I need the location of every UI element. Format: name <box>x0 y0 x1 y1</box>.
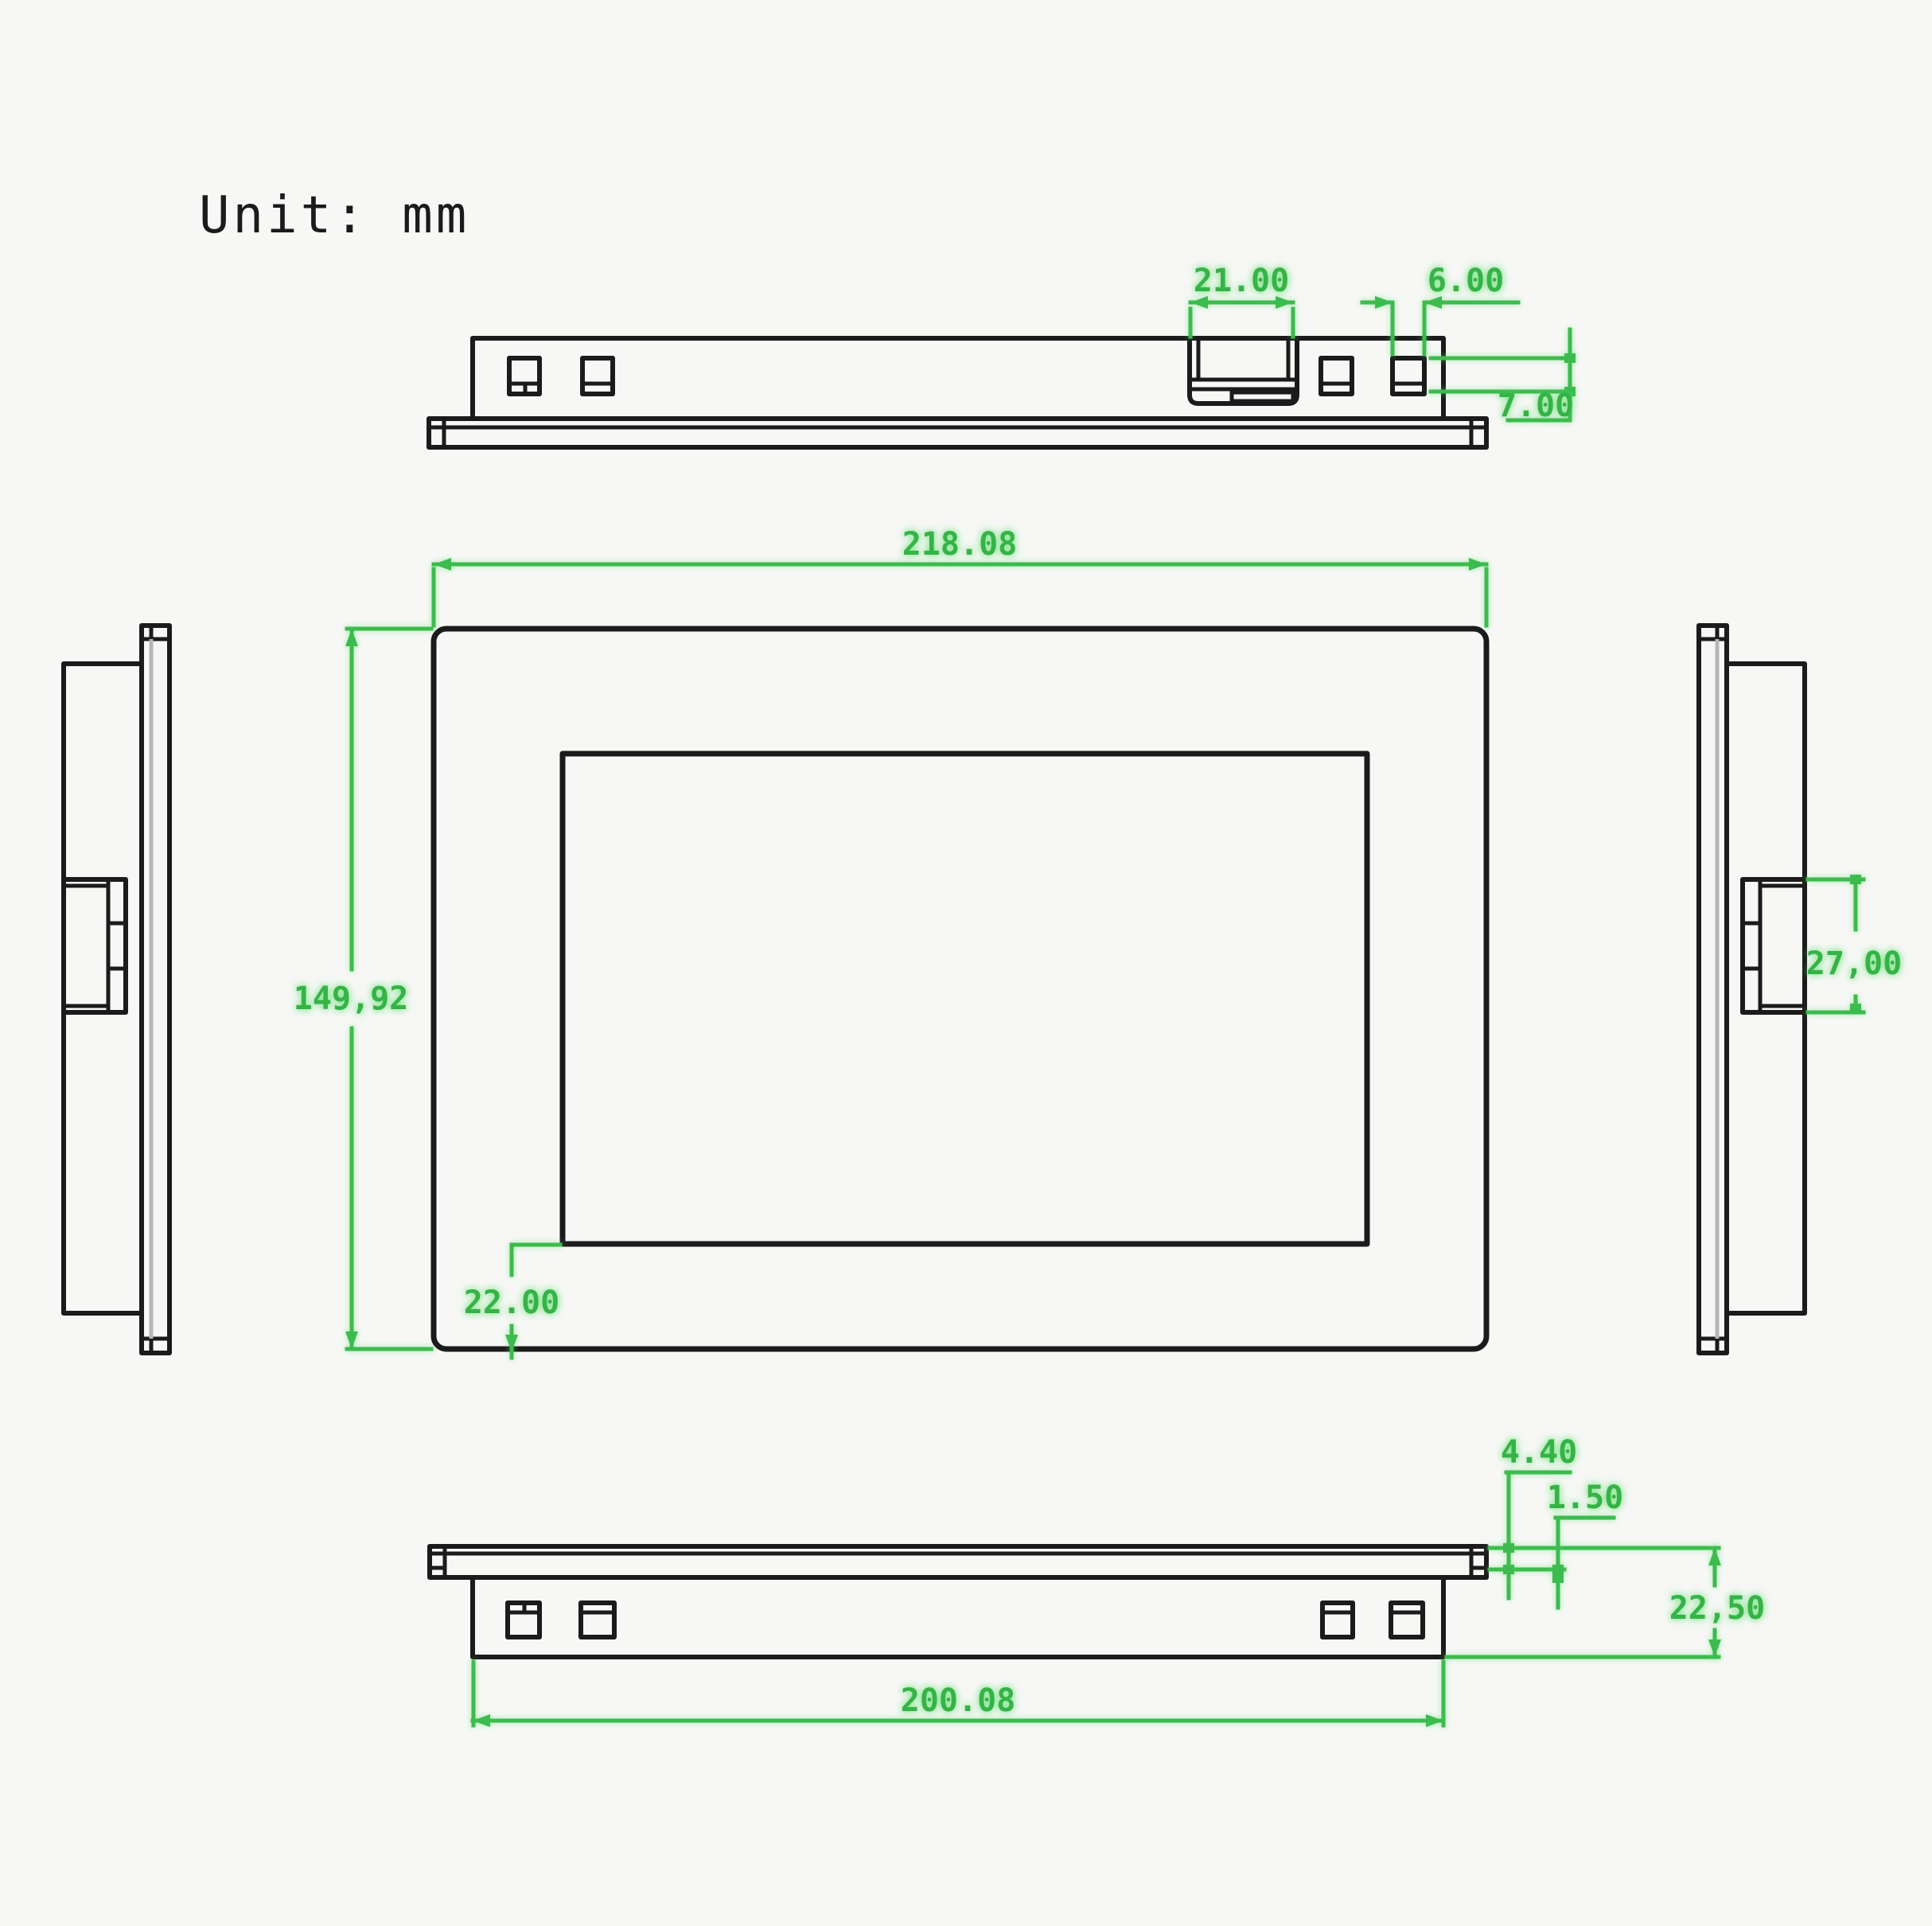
dim-label-1-50: 1.50 <box>1547 1480 1623 1516</box>
dim-label-22: 22.00 <box>464 1285 559 1321</box>
dim-side-connector-height: 27,00 <box>1805 875 1902 1015</box>
dim-label-22-50: 22,50 <box>1669 1590 1765 1627</box>
bottom-connector-2 <box>578 1600 617 1639</box>
dim-overall-width: 218.08 <box>431 526 1489 628</box>
dim-label-27: 27,00 <box>1806 945 1902 982</box>
dim-glass-thickness: 1.50 <box>1547 1480 1623 1610</box>
right-profile-view: 27,00 <box>1696 623 1902 1355</box>
unit-label: Unit: mm <box>199 186 469 245</box>
bottom-profile-view: 4.40 1.50 22,50 200.08 <box>427 1434 1765 1728</box>
dim-panel-thickness: 4.40 <box>1501 1434 1577 1600</box>
dim-label-218: 218.08 <box>902 526 1018 563</box>
dim-label-6: 6.00 <box>1428 263 1504 299</box>
dim-small-connector-width: 6.00 <box>1360 263 1521 357</box>
top-profile-view: 21.00 6.00 7.00 <box>427 263 1576 450</box>
right-display-bar <box>1696 623 1729 1355</box>
left-profile-view <box>61 623 172 1355</box>
bottom-connector-4 <box>1389 1600 1425 1639</box>
top-connector-2 <box>580 356 615 396</box>
bottom-display-bar <box>427 1544 1489 1580</box>
left-display-caps <box>139 623 172 1355</box>
right-side-connector <box>1740 877 1807 1015</box>
bottom-connector-1 <box>505 1600 542 1639</box>
dim-usb-connector-width: 21.00 <box>1188 263 1295 339</box>
dim-label-4-40: 4.40 <box>1501 1434 1577 1471</box>
top-usb-connector <box>1187 336 1299 406</box>
dim-label-21: 21.00 <box>1194 263 1289 299</box>
front-view: 218.08 149,92 22.00 <box>294 526 1490 1360</box>
top-connector-4 <box>1390 356 1427 396</box>
dim-connector-height: 7.00 <box>1428 327 1576 424</box>
dim-label-149: 149,92 <box>294 981 409 1017</box>
top-connector-3 <box>1319 356 1354 396</box>
left-pcb-outline <box>61 661 144 1316</box>
dim-label-200: 200.08 <box>901 1682 1016 1719</box>
left-side-connector <box>61 877 128 1015</box>
top-connector-1 <box>507 356 542 396</box>
left-display-bar <box>139 623 172 1355</box>
bottom-connector-3 <box>1320 1600 1355 1639</box>
dim-total-depth: 22,50 <box>1669 1546 1765 1659</box>
front-outer-frame <box>430 626 1490 1352</box>
right-display-caps <box>1696 623 1729 1355</box>
top-display-bar-details <box>427 416 1489 450</box>
bottom-pcb-outline <box>470 1575 1446 1659</box>
dim-board-width: 200.08 <box>470 1659 1446 1728</box>
dim-label-7: 7.00 <box>1498 388 1574 424</box>
front-display-area <box>559 751 1370 1247</box>
right-pcb-outline <box>1724 661 1807 1316</box>
bottom-extension-lines <box>1444 1546 1721 1659</box>
dim-overall-height: 149,92 <box>294 626 434 1351</box>
top-display-bar <box>427 416 1489 450</box>
dim-screen-bottom-margin: 22.00 <box>464 1242 563 1360</box>
bottom-display-bar-details <box>427 1544 1489 1580</box>
